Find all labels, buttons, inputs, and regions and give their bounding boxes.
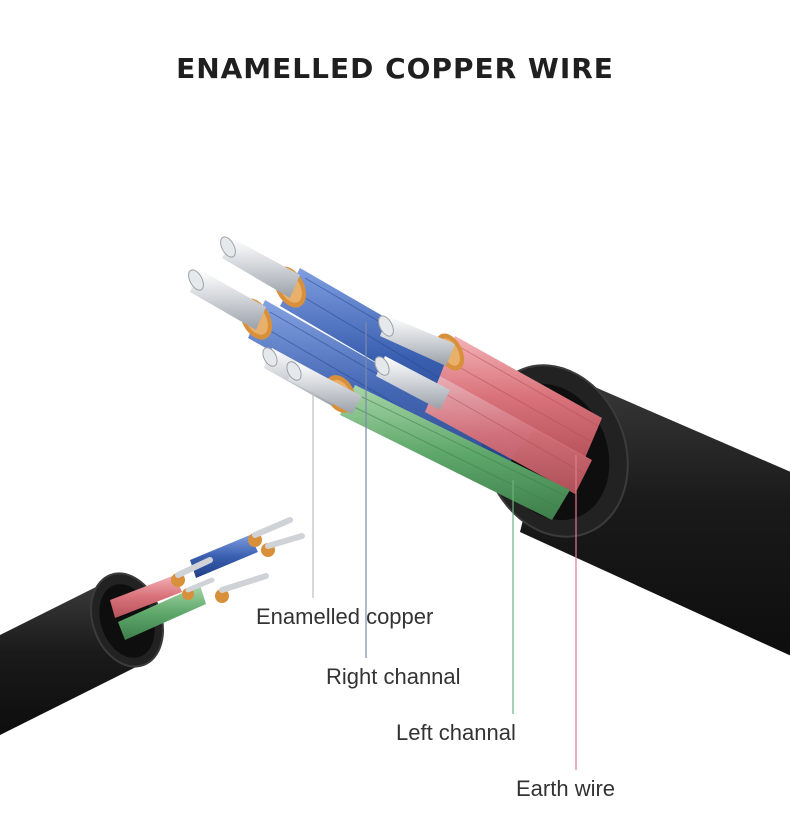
large-cable [188, 236, 790, 656]
small-cable [0, 517, 305, 735]
page-title: ENAMELLED COPPER WIRE [176, 52, 614, 85]
label-earth-wire: Earth wire [516, 776, 616, 801]
label-right-channel: Right channal [326, 664, 461, 689]
leader-lines [312, 322, 577, 770]
label-left-channel: Left channal [396, 720, 516, 745]
label-enamelled-copper: Enamelled copper [256, 604, 434, 629]
earth-wires [374, 315, 602, 494]
